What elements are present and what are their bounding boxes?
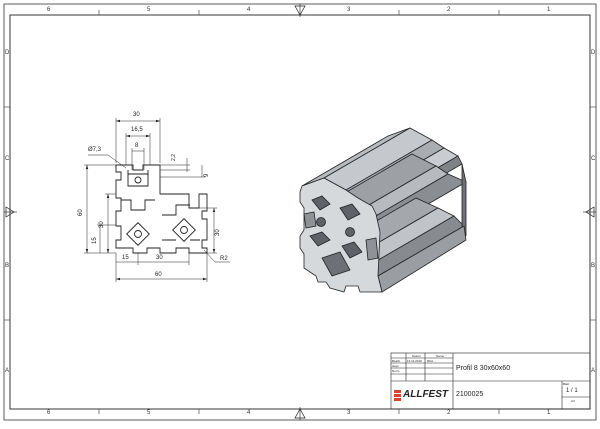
zone-col-bottom-4: 4 xyxy=(247,410,251,416)
isometric-profile-view xyxy=(299,127,467,293)
cross-section-profile xyxy=(115,164,208,254)
dim-bore-diameter: Ø7,3 xyxy=(88,147,102,153)
zone-col-top-6: 6 xyxy=(47,7,51,13)
zone-row-left-D: D xyxy=(5,50,10,56)
dim-slot-outer: 16,5 xyxy=(131,127,143,133)
zone-col-top-4: 4 xyxy=(247,7,251,13)
tb-row1-date: 13.11.2019 xyxy=(407,359,422,363)
dim-bottom-offset: 15 xyxy=(92,237,98,244)
dim-width-top: 30 xyxy=(133,112,140,118)
tb-row1-label: Bearb. xyxy=(392,359,401,363)
inner-border xyxy=(9,14,591,410)
centering-marks xyxy=(4,4,596,420)
zone-row-left-C: C xyxy=(5,156,10,162)
tb-row2-label: Gepr. xyxy=(392,364,400,368)
dim-radius: R2 xyxy=(220,256,228,262)
zone-row-right-C: C xyxy=(591,156,596,162)
zone-col-bottom-6: 6 xyxy=(47,410,51,416)
dim-lip-thickness: 2,2 xyxy=(171,154,177,161)
dim-groove-depth: 9 xyxy=(204,173,210,177)
dim-bottom-mid: 30 xyxy=(156,255,163,261)
zone-ticks xyxy=(4,10,596,414)
tb-header-datum: Datum xyxy=(412,354,421,358)
allfest-logo xyxy=(394,390,401,401)
tb-logo-text: ALLFEST xyxy=(403,389,448,400)
title-block-lines xyxy=(390,352,591,410)
tb-sheet-label: Blatt xyxy=(563,382,570,386)
dim-inner-height: 30 xyxy=(99,221,105,228)
zone-col-top-5: 5 xyxy=(147,7,151,13)
zone-row-right-D: D xyxy=(591,50,596,56)
dim-right-height: 30 xyxy=(215,229,221,236)
tb-sheet-value: 1 / 1 xyxy=(566,388,578,394)
dim-overall-width: 60 xyxy=(155,272,162,278)
zone-row-left-B: B xyxy=(5,263,10,269)
tb-format: A3 xyxy=(571,399,575,403)
zone-row-right-A: A xyxy=(591,368,596,374)
dim-slot-inner: 8 xyxy=(135,143,139,149)
tb-header-name: Name xyxy=(436,354,445,358)
dim-overall-height: 60 xyxy=(78,209,84,216)
tb-part-number: 2100025 xyxy=(456,391,484,398)
tb-row1-name: RKA xyxy=(427,359,434,363)
zone-row-right-B: B xyxy=(591,263,596,269)
zone-col-bottom-5: 5 xyxy=(147,410,151,416)
dim-bottom-left: 15 xyxy=(122,255,129,261)
tb-title: Profil 8 30x60x60 xyxy=(456,365,511,372)
zone-row-left-A: A xyxy=(5,368,10,374)
tb-row3-label: Norm xyxy=(392,369,400,373)
zone-col-bottom-1: 1 xyxy=(547,410,551,416)
dimension-arrows xyxy=(85,119,216,281)
dimension-lines xyxy=(84,118,230,282)
zone-col-top-2: 2 xyxy=(447,7,451,13)
zone-col-top-3: 3 xyxy=(347,7,351,13)
zone-col-bottom-2: 2 xyxy=(447,410,451,416)
outer-border xyxy=(3,3,597,421)
zone-col-bottom-3: 3 xyxy=(347,410,351,416)
zone-col-top-1: 1 xyxy=(547,7,551,13)
